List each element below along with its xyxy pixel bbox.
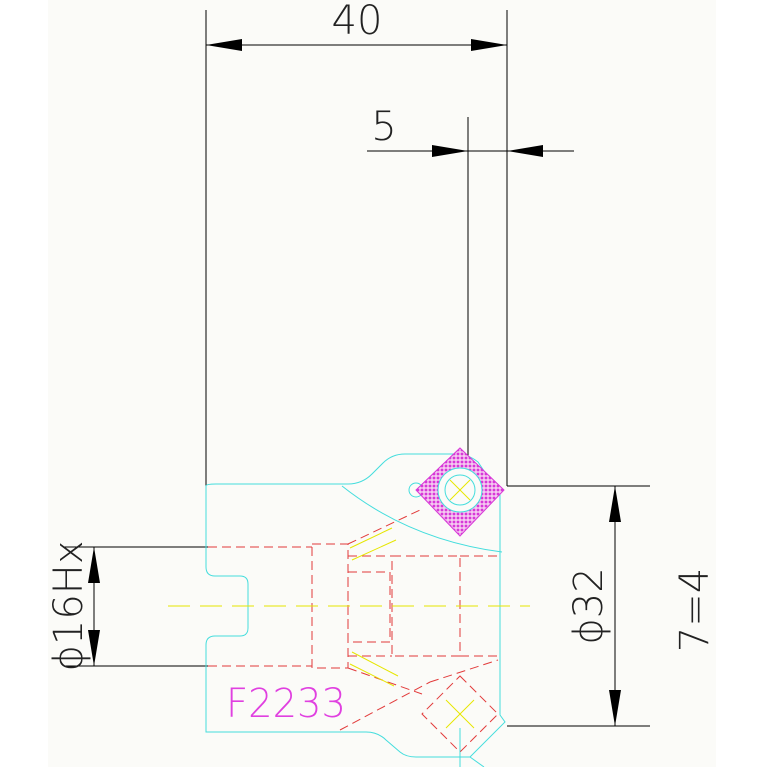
dimension-outer-diameter: ϕ32 — [507, 485, 650, 727]
dimension-overall-width: 40 — [205, 0, 508, 486]
drawing-sheet — [48, 0, 716, 767]
dimension-bore-diameter: ϕ16Hx — [46, 540, 208, 672]
part-mark: F2233 — [226, 681, 346, 727]
dimension-offset: 5 — [367, 104, 574, 470]
cutting-insert — [415, 447, 505, 537]
dimension-phi32-label: ϕ32 — [566, 567, 612, 644]
dimension-40-label: 40 — [332, 0, 383, 44]
dimension-phi16hx-label: ϕ16Hx — [46, 540, 92, 671]
quantity-note: 7=4 — [672, 568, 718, 652]
dimension-5-label: 5 — [371, 104, 396, 150]
center-lines — [168, 527, 530, 729]
